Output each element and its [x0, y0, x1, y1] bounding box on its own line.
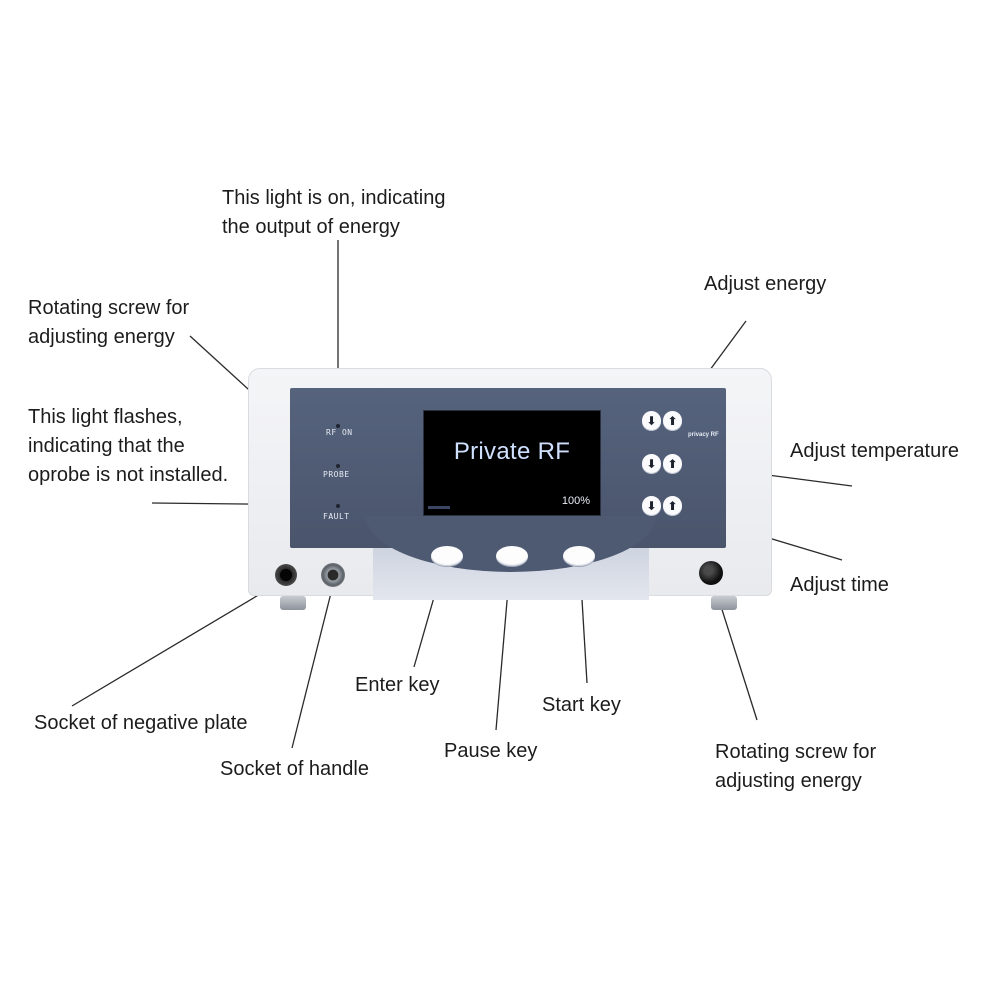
annotation-socket-handle: Socket of handle: [220, 758, 369, 780]
annotation-adjust-temperature: Adjust temperature: [790, 440, 959, 462]
arrow-down-icon: ⬇: [646, 499, 657, 513]
screen-status-mark: [428, 506, 450, 509]
energy-rotating-knob[interactable]: [699, 561, 723, 585]
indicator-rf-on-label: RF ON: [326, 428, 353, 437]
temperature-up-button[interactable]: ⬆: [663, 454, 682, 474]
annotation-enter-key: Enter key: [355, 674, 440, 696]
screen-title: Private RF: [453, 438, 571, 465]
temperature-adjust-buttons: ⬇ ⬆: [642, 454, 682, 474]
annotation-pause-key: Pause key: [444, 740, 538, 762]
energy-up-button[interactable]: ⬆: [663, 411, 682, 431]
annotation-socket-negative-plate: Socket of negative plate: [34, 712, 248, 734]
time-adjust-buttons: ⬇ ⬆: [642, 496, 682, 516]
annotation-rotating-screw-left: Rotating screw for adjusting energy: [28, 297, 190, 348]
rf-device: Private RF 100% RF ON PROBE FAULT ⬇ ⬆ pr…: [248, 368, 772, 610]
annotation-start-key: Start key: [542, 694, 621, 716]
screen-percent: 100%: [561, 495, 590, 507]
fault-led: [336, 504, 340, 508]
handle-socket[interactable]: [321, 563, 345, 587]
indicator-fault-label: FAULT: [323, 512, 350, 521]
rf-on-led: [336, 424, 340, 428]
brand-label: privacy RF: [688, 432, 719, 438]
display-screen: Private RF 100%: [423, 410, 601, 516]
time-down-button[interactable]: ⬇: [642, 496, 661, 516]
arrow-down-icon: ⬇: [646, 457, 657, 471]
annotation-adjust-time: Adjust time: [790, 574, 889, 596]
annotation-rf-on-light: This light is on, indicating the output …: [222, 187, 446, 238]
arrow-up-icon: ⬆: [667, 499, 678, 513]
annotation-adjust-energy: Adjust energy: [704, 273, 827, 295]
energy-adjust-buttons: ⬇ ⬆: [642, 411, 682, 431]
arrow-down-icon: ⬇: [646, 414, 657, 428]
device-foot-left: [280, 596, 306, 610]
energy-down-button[interactable]: ⬇: [642, 411, 661, 431]
probe-led: [336, 464, 340, 468]
pause-key[interactable]: [496, 546, 528, 566]
annotation-probe-light: This light flashes, indicating that the …: [28, 406, 229, 486]
arrow-up-icon: ⬆: [667, 457, 678, 471]
annotation-rotating-screw-right: Rotating screw for adjusting energy: [715, 741, 877, 792]
temperature-down-button[interactable]: ⬇: [642, 454, 661, 474]
arrow-up-icon: ⬆: [667, 414, 678, 428]
time-up-button[interactable]: ⬆: [663, 496, 682, 516]
negative-plate-socket[interactable]: [275, 564, 297, 586]
indicator-probe-label: PROBE: [323, 470, 350, 479]
device-foot-right: [711, 596, 737, 610]
start-key[interactable]: [563, 546, 595, 566]
enter-key[interactable]: [431, 546, 463, 566]
